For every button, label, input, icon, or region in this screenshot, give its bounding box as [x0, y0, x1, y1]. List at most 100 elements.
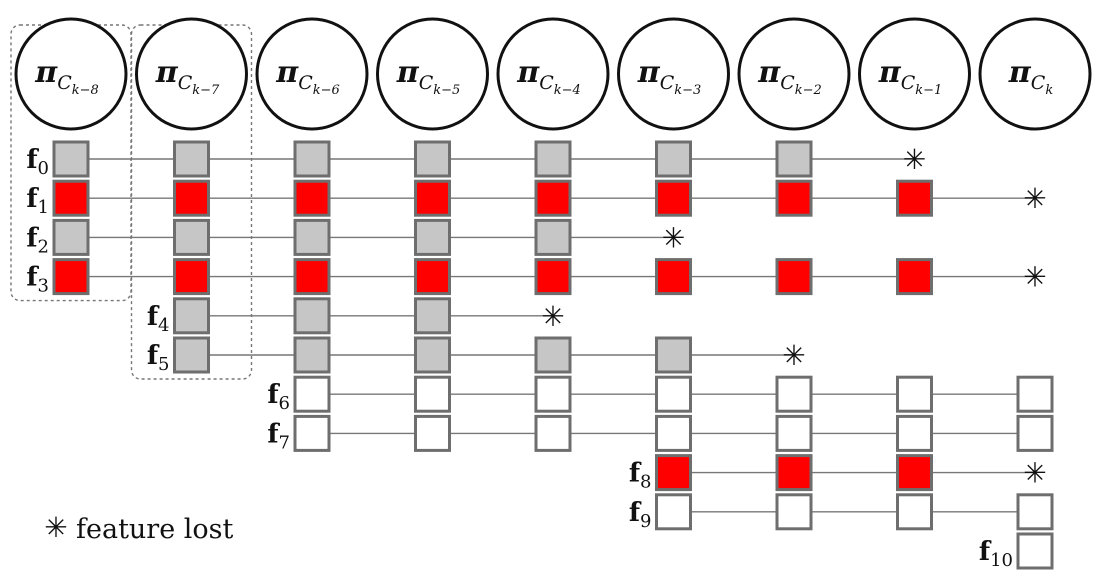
feature-cell	[293, 140, 331, 178]
frame-node: πCk−4	[496, 17, 610, 131]
feature-cell	[293, 414, 331, 452]
lost-marker: ✳	[541, 300, 564, 333]
feature-cell	[655, 414, 692, 452]
feature-cell	[775, 375, 813, 413]
frame-circle	[376, 17, 489, 131]
feature-cell	[775, 140, 813, 178]
frame-circle	[255, 17, 369, 131]
feature-cell	[414, 375, 451, 413]
frame-label: πCk−1	[878, 55, 943, 98]
lost-marker: ✳	[1023, 182, 1046, 215]
feature-cell	[293, 179, 331, 217]
feature-cell	[173, 179, 210, 217]
feature-label: f8	[629, 459, 652, 493]
frame-node: πCk−5	[376, 17, 489, 131]
feature-cell	[414, 297, 451, 335]
feature-cell	[655, 140, 692, 178]
feature-cell	[173, 258, 210, 296]
frame-circle	[617, 17, 730, 131]
feature-cell	[896, 375, 933, 413]
feature-label: f6	[267, 380, 290, 414]
feature-cell	[414, 336, 451, 374]
frame-circle	[858, 17, 971, 131]
frame-node: πCk−2	[737, 17, 851, 131]
frame-circle	[135, 17, 248, 131]
frame-node: πCk−7	[135, 17, 248, 131]
frame-label: πCk−4	[516, 55, 581, 98]
feature-cell	[655, 454, 692, 492]
lost-marker: ✳	[1023, 457, 1046, 490]
feature-cell	[1016, 375, 1054, 413]
feature-cells	[52, 140, 1054, 570]
feature-label: f5	[147, 341, 170, 375]
feature-label: f2	[26, 223, 49, 257]
frame-label: πCk−6	[275, 55, 340, 98]
frame-circle	[496, 17, 610, 131]
frame-label: πCk	[1008, 55, 1054, 98]
feature-cell	[655, 336, 692, 374]
frame-circle	[14, 17, 128, 131]
feature-cell	[534, 414, 572, 452]
feature-cell	[1016, 532, 1054, 570]
feature-cell	[896, 454, 933, 492]
feature-cell	[896, 258, 933, 296]
feature-label: f4	[147, 302, 170, 336]
feature-cell	[896, 493, 933, 531]
feature-cell	[173, 297, 210, 335]
legend-text: feature lost	[76, 514, 234, 545]
feature-cell	[173, 336, 210, 374]
feature-cell	[775, 258, 813, 296]
feature-cell	[414, 258, 451, 296]
feature-cell	[534, 140, 572, 178]
feature-cell	[293, 218, 331, 256]
frame-node: πCk−8	[14, 17, 128, 131]
frame-label: πCk−2	[757, 55, 822, 98]
lost-marker: ✳	[1023, 261, 1046, 294]
feature-cell	[414, 140, 451, 178]
feature-cell	[52, 258, 90, 296]
feature-cell	[414, 414, 451, 452]
lost-marker: ✳	[782, 339, 805, 372]
feature-cell	[293, 375, 331, 413]
feature-cell	[414, 218, 451, 256]
frame-label: πCk−8	[34, 55, 99, 98]
frame-node: πCk−1	[858, 17, 971, 131]
feature-cell	[52, 140, 90, 178]
frame-label: πCk−7	[155, 55, 220, 98]
legend-symbol: ✳	[44, 511, 67, 544]
feature-cell	[52, 179, 90, 217]
feature-cell	[775, 454, 813, 492]
frame-circle	[978, 17, 1092, 131]
feature-label: f9	[629, 498, 652, 532]
feature-cell	[775, 414, 813, 452]
feature-label: f3	[26, 263, 49, 297]
feature-cell	[775, 179, 813, 217]
feature-cell	[775, 493, 813, 531]
feature-cell	[896, 414, 933, 452]
feature-cell	[655, 179, 692, 217]
frame-circle	[737, 17, 851, 131]
feature-cell	[293, 297, 331, 335]
feature-label: f0	[26, 145, 49, 179]
feature-cell	[1016, 414, 1054, 452]
feature-label: f7	[267, 419, 290, 453]
feature-cell	[534, 218, 572, 256]
lost-marker: ✳	[662, 221, 685, 254]
legend: ✳ feature lost	[44, 511, 233, 545]
feature-cell	[655, 493, 692, 531]
feature-cell	[293, 258, 331, 296]
feature-cell	[52, 218, 90, 256]
feature-cell	[173, 218, 210, 256]
feature-cell	[1016, 493, 1054, 531]
frame-node: πCk−3	[617, 17, 730, 131]
feature-label: f10	[979, 537, 1013, 571]
feature-cell	[414, 179, 451, 217]
feature-cell	[173, 140, 210, 178]
feature-cell	[534, 258, 572, 296]
frame-label: πCk−3	[637, 55, 702, 98]
feature-cell	[534, 179, 572, 217]
lost-marker: ✳	[903, 143, 926, 176]
frame-node: πCk−6	[255, 17, 369, 131]
frame-node: πCk	[978, 17, 1092, 131]
